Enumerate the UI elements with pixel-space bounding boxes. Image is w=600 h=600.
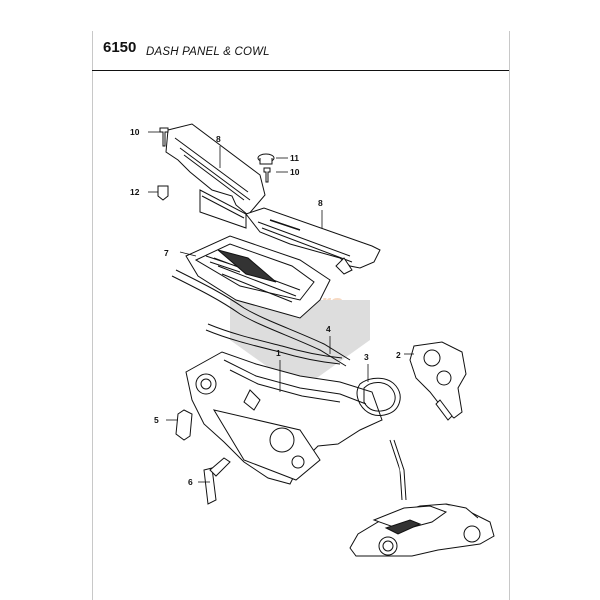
- callout-8-upper: 8: [216, 134, 221, 144]
- cowl-top-lower: [245, 207, 381, 275]
- callout-6: 6: [188, 477, 193, 487]
- callout-7: 7: [164, 248, 169, 258]
- vehicle-locator: [349, 439, 495, 557]
- drain-hoses: [175, 409, 231, 505]
- callout-labels: 1 2 3 4 5 6 7 8 8 10 10 11 12: [130, 127, 401, 487]
- fasteners: [157, 127, 275, 201]
- callout-3: 3: [364, 352, 369, 362]
- callout-5: 5: [154, 415, 159, 425]
- callout-12: 12: [130, 187, 140, 197]
- callout-10-left: 10: [130, 127, 140, 137]
- page-number: 6150: [103, 39, 137, 56]
- drawing-sheet: [92, 31, 510, 600]
- cowl-top-upper: [165, 123, 266, 229]
- leader-lines: [148, 131, 414, 483]
- wiper-motor-housing: [409, 341, 467, 421]
- dash-panel: [185, 351, 383, 485]
- page-title: DASH PANEL & COWL: [146, 46, 270, 58]
- cowl-grille: [185, 235, 331, 319]
- header-rule: [92, 70, 509, 71]
- gasket: [356, 377, 401, 417]
- callout-1: 1: [276, 348, 281, 358]
- callout-11: 11: [290, 153, 299, 163]
- callout-2: 2: [396, 350, 401, 360]
- dash-seal-strip: [171, 269, 351, 367]
- callout-10-right: 10: [290, 167, 300, 177]
- callout-8-lower: 8: [318, 198, 323, 208]
- callout-4: 4: [326, 324, 331, 334]
